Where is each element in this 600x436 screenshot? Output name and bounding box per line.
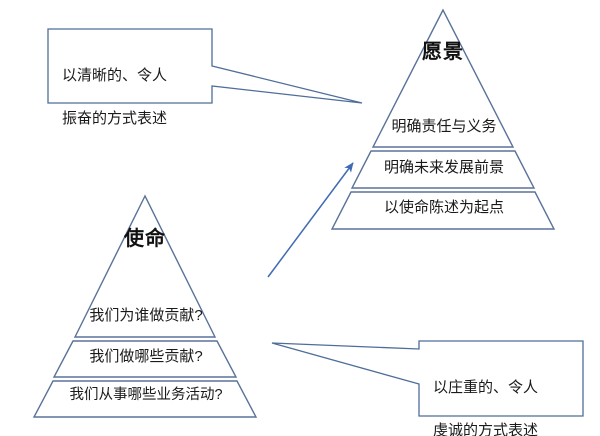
mission-callout-line-2: 虔诚的方式表述 — [433, 422, 539, 436]
vision-callout-shape[interactable] — [47, 28, 363, 104]
mission-callout-line-1: 以庄重的、令人 — [433, 378, 539, 396]
vision-layer-1-shape[interactable] — [371, 8, 515, 148]
vision-callout-line-2: 振奋的方式表述 — [62, 110, 168, 128]
vision-callout-line-1: 以清晰的、令人 — [62, 66, 168, 84]
mission-callout-text: 以庄重的、令人 虔诚的方式表述 — [433, 355, 583, 436]
vision-callout[interactable] — [47, 28, 363, 104]
arrow-line — [267, 162, 354, 278]
mission-pyramid[interactable] — [32, 194, 258, 418]
mission-callout-shape[interactable] — [271, 340, 584, 417]
vision-layer-2-shape[interactable] — [350, 150, 536, 189]
vision-callout-text: 以清晰的、令人 振奋的方式表述 — [62, 43, 212, 152]
vision-layer-3-shape[interactable] — [330, 191, 556, 230]
mission-to-vision-arrow — [267, 162, 354, 278]
mission-callout[interactable] — [271, 340, 584, 417]
mission-layer-1-shape[interactable] — [73, 194, 217, 338]
mission-layer-2-shape[interactable] — [52, 340, 238, 378]
vision-pyramid[interactable] — [330, 8, 556, 230]
mission-layer-3-shape[interactable] — [32, 380, 258, 418]
